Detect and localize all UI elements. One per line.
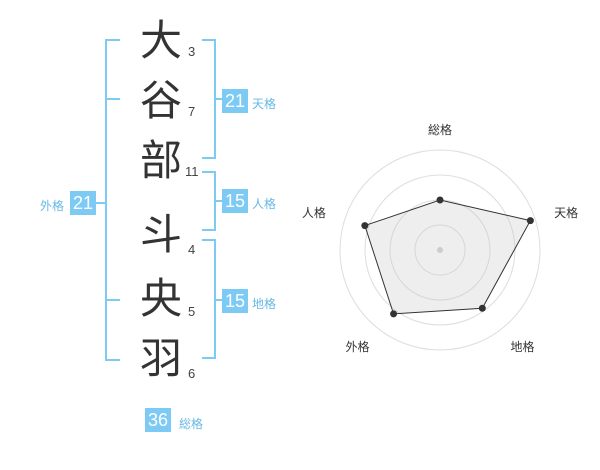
name-char-3: 部 (139, 136, 182, 185)
radar-axis-label-2: 天格 (554, 205, 578, 220)
jinkaku-value-badge: 15 (222, 189, 249, 213)
name-char-5: 央 (139, 274, 182, 323)
radar-axis-label-5: 人格 (302, 205, 326, 220)
radar-point-3 (478, 304, 486, 312)
tenkaku-value-badge: 21 (222, 89, 249, 113)
stroke-count-2: 7 (188, 104, 196, 119)
radar-point-4 (390, 310, 398, 318)
jinkaku-label: 人格 (252, 197, 277, 211)
stroke-count-4: 4 (188, 242, 196, 257)
name-char-1: 大 (139, 16, 182, 65)
chikaku-label: 地格 (252, 297, 277, 311)
stroke-count-5: 5 (188, 304, 196, 319)
gaikaku-bracket (105, 39, 120, 361)
chikaku-value-badge: 15 (222, 289, 249, 313)
name-char-6: 羽 (139, 334, 182, 383)
radar-axis-label-3: 地格 (511, 339, 535, 354)
radar-ring-1 (414, 224, 466, 276)
radar-point-2 (526, 217, 534, 225)
gaikaku-value-badge: 21 (70, 191, 97, 215)
tenkaku-label: 天格 (252, 97, 277, 111)
radar-axis-label-1: 総格 (428, 122, 452, 137)
stroke-count-6: 6 (188, 366, 196, 381)
radar-axis-label-4: 外格 (345, 339, 369, 354)
radar-area (364, 199, 532, 315)
stroke-count-3: 11 (185, 164, 199, 179)
radar-ring-3 (364, 174, 516, 326)
gaikaku-label: 外格 (40, 199, 65, 213)
radar-center-dot (437, 247, 443, 253)
stroke-count-1: 3 (188, 44, 196, 59)
soukaku-label: 総格 (179, 417, 204, 431)
radar-point-5 (361, 222, 369, 230)
name-char-4: 斗 (139, 210, 182, 259)
name-char-2: 谷 (139, 76, 182, 125)
soukaku-value-badge: 36 (145, 408, 172, 432)
radar-point-1 (436, 196, 444, 204)
